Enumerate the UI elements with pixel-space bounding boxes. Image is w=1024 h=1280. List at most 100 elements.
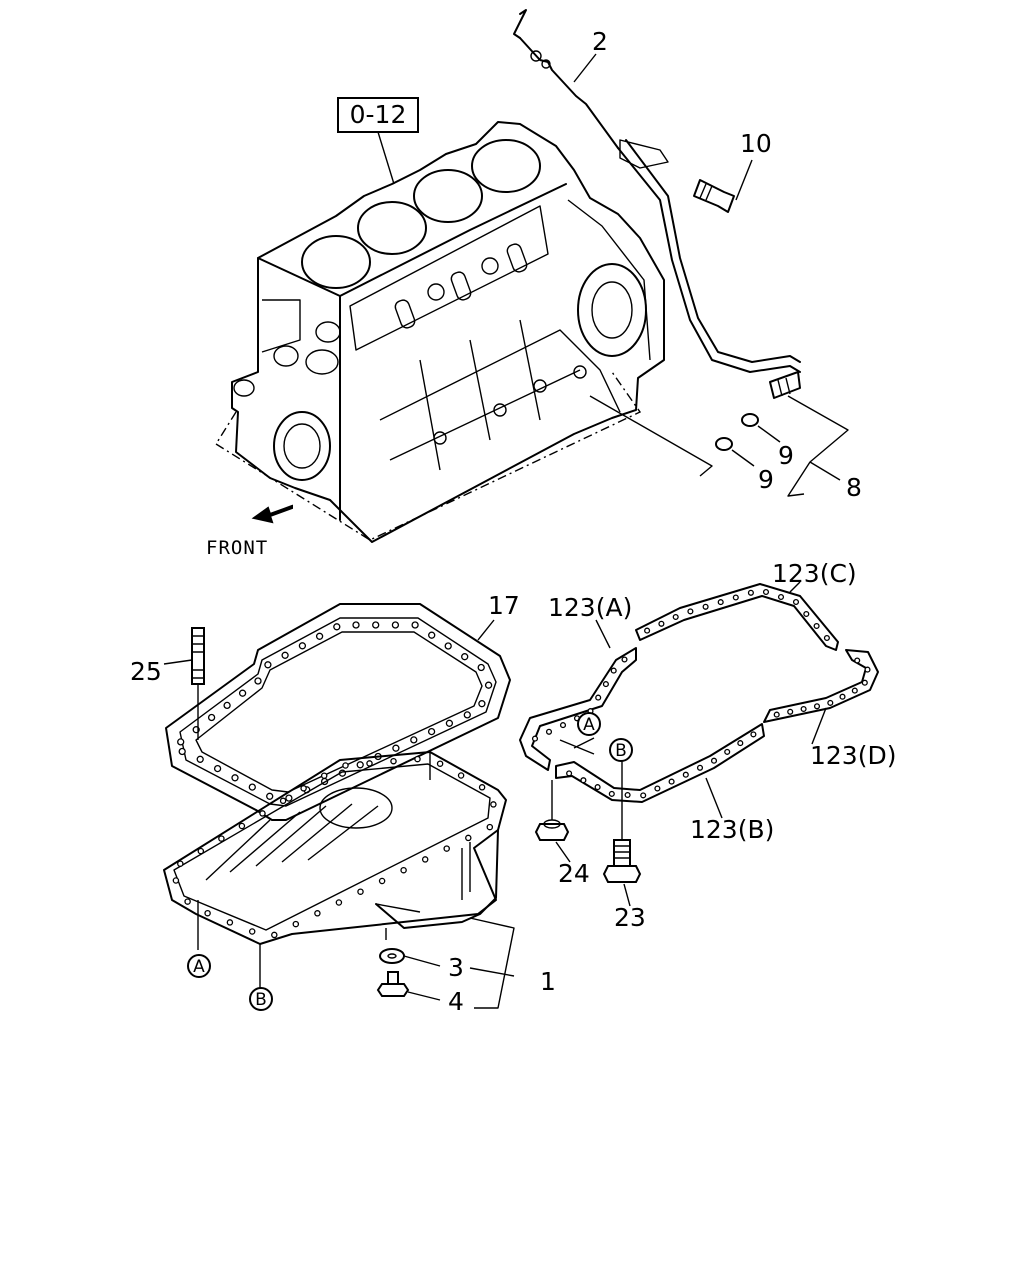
bolt-hole xyxy=(800,705,807,713)
bolt-hole xyxy=(644,627,651,634)
bolt-hole xyxy=(777,593,785,601)
bolt-hole xyxy=(223,701,231,710)
bolt-hole xyxy=(595,694,602,701)
front-label: FRONT xyxy=(206,537,268,559)
bolt-hole xyxy=(196,755,204,763)
bolt-hole xyxy=(184,898,191,905)
bolt-hole xyxy=(531,735,539,742)
bolt-hole xyxy=(465,834,472,842)
bolt-hole xyxy=(300,785,307,792)
bolt-hole xyxy=(621,656,628,663)
bolt-hole xyxy=(178,747,186,756)
marker-a-left: A xyxy=(187,954,211,978)
nut-24 xyxy=(534,823,570,841)
bolt-hole xyxy=(461,653,469,661)
bolt-hole xyxy=(672,613,679,621)
bolt-hole xyxy=(400,866,407,874)
svg-text:B: B xyxy=(255,990,267,1010)
bolt-hole xyxy=(444,642,452,650)
bolt-hole xyxy=(421,856,429,863)
bolt-hole xyxy=(732,594,739,601)
bolt-hole xyxy=(610,667,617,674)
callout-9-upper: 9 xyxy=(778,441,794,470)
bolt-hole xyxy=(477,663,485,672)
bolt-hole xyxy=(427,727,436,736)
stud-25 xyxy=(163,627,205,950)
bolt-hole xyxy=(696,764,704,771)
bolt-hole xyxy=(724,748,731,755)
bolt-hole xyxy=(710,757,718,764)
bolt-hole xyxy=(271,931,278,939)
bolt-hole xyxy=(478,784,486,791)
bolt-hole xyxy=(366,760,373,767)
bolt-10 xyxy=(693,159,753,213)
bolt-hole xyxy=(445,719,454,727)
bolt-hole xyxy=(490,801,497,808)
callout-123d: 123(D) xyxy=(810,741,896,770)
callout-4: 4 xyxy=(448,987,464,1016)
bolt-hole xyxy=(213,764,222,773)
bolt-hole xyxy=(315,632,324,640)
bolt-hole xyxy=(335,899,343,906)
bolt-hole xyxy=(750,731,757,738)
bolt-hole xyxy=(861,679,868,686)
reference-box xyxy=(337,97,419,133)
bolt-hole xyxy=(545,728,553,735)
bolt-hole xyxy=(580,777,587,784)
callout-8: 8 xyxy=(846,473,862,502)
bolt-hole xyxy=(248,783,256,791)
bolt-hole xyxy=(378,877,386,885)
bolt-hole xyxy=(594,784,601,791)
bolt-hole xyxy=(314,910,321,917)
bolt-hole xyxy=(463,711,471,719)
bolt-hole xyxy=(352,621,360,629)
bolt-hole xyxy=(658,620,665,627)
bolt-hole xyxy=(559,722,567,729)
bolt-hole xyxy=(624,791,631,799)
dipstick-assembly xyxy=(513,9,801,399)
svg-text:A: A xyxy=(193,957,205,977)
callout-24: 24 xyxy=(558,859,590,888)
bolt-hole xyxy=(197,847,205,855)
segmented-gasket-123 xyxy=(519,581,879,819)
bolt-hole xyxy=(823,634,830,642)
bolt-hole xyxy=(320,772,328,779)
bolt-hole xyxy=(259,810,266,817)
bolt-hole xyxy=(478,700,486,708)
callout-23: 23 xyxy=(614,903,646,932)
bolt-hole xyxy=(737,740,744,747)
bolt-hole xyxy=(279,797,287,805)
bolt-hole xyxy=(668,778,675,785)
bolt-hole xyxy=(792,598,800,606)
bolt-hole xyxy=(372,621,380,629)
drain-washer xyxy=(379,948,405,964)
callout-1: 1 xyxy=(540,967,556,996)
bolt-hole xyxy=(864,666,871,673)
bolt-hole xyxy=(391,621,400,629)
bolt-hole xyxy=(292,920,300,928)
bolt-hole xyxy=(266,792,274,800)
bolt-hole xyxy=(207,713,216,722)
bolt-hole xyxy=(281,651,289,659)
callout-123b: 123(B) xyxy=(690,815,774,844)
callout-123a: 123(A) xyxy=(548,593,632,622)
engine-block: 0-12 xyxy=(215,97,665,543)
callout-3: 3 xyxy=(448,953,464,982)
bolt-hole xyxy=(411,621,419,629)
callout-10: 10 xyxy=(740,129,772,158)
bolt-hole xyxy=(226,919,234,926)
bolt-hole xyxy=(298,642,307,650)
bolts-23-24 xyxy=(534,760,642,907)
bolt-hole xyxy=(357,888,364,895)
bolt-hole xyxy=(248,928,256,935)
callout-2: 2 xyxy=(592,27,608,56)
callout-17: 17 xyxy=(488,591,520,620)
bolt-hole xyxy=(414,755,421,763)
bolt-hole xyxy=(392,744,400,752)
bolt-hole xyxy=(687,608,694,615)
bolt-hole xyxy=(177,738,185,746)
o-ring-upper xyxy=(741,413,759,427)
bolt-hole xyxy=(717,599,724,606)
o-ring-lower xyxy=(715,437,733,451)
bolt-hole xyxy=(602,681,609,688)
